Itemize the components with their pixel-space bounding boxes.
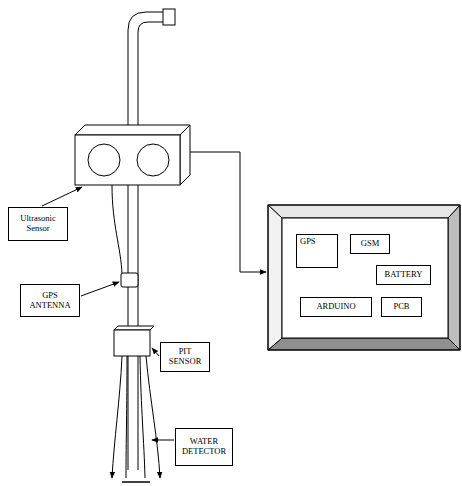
panel-bevel-bottom: [268, 338, 460, 350]
controller-face: [282, 218, 448, 338]
node-label: WATER DETECTOR: [180, 437, 228, 457]
node-label: BATTERY: [385, 270, 423, 280]
callout-box: PIT SENSOR: [160, 342, 210, 372]
pit-sensor-body: [114, 330, 150, 356]
sensor-wire: [112, 185, 122, 274]
module-box: ARDUINO: [300, 297, 372, 317]
module-box: GSM: [350, 234, 390, 254]
module-box: GPS: [296, 234, 338, 268]
node-label: GSM: [361, 239, 379, 249]
gps-antenna-symbol: [121, 273, 138, 287]
module-box: BATTERY: [376, 265, 431, 285]
leader-arrow: [42, 187, 82, 206]
panel-bevel-left: [268, 205, 282, 350]
ultrasonic-sensor-body: [75, 135, 180, 185]
module-box: PCB: [381, 297, 422, 317]
sensor-top-face: [75, 125, 190, 135]
detector-wire: [140, 356, 145, 478]
pit-top-face: [114, 326, 154, 330]
transducer-right: [137, 144, 169, 176]
detector-wire: [112, 356, 122, 478]
node-label: GPS: [300, 237, 316, 247]
pole-cap: [163, 9, 175, 25]
node-label: PCB: [393, 302, 409, 312]
leader-arrow: [81, 282, 119, 296]
detector-wire: [146, 356, 160, 478]
node-label: GPS ANTENNA: [28, 291, 72, 311]
pole-outer: [128, 12, 163, 470]
panel-bevel-right: [448, 205, 460, 350]
signal-link: [190, 152, 266, 272]
leader-arrow: [152, 440, 174, 441]
callout-box: GPS ANTENNA: [20, 284, 80, 317]
callout-box: WATER DETECTOR: [175, 428, 233, 466]
controller-panel: [268, 205, 460, 350]
detector-base: [122, 481, 150, 483]
sensor-side-face: [180, 125, 190, 185]
node-label: PIT SENSOR: [165, 347, 205, 367]
node-label: ARDUINO: [316, 302, 355, 312]
transducer-left: [88, 144, 120, 176]
callout-box: Ultrasonic Sensor: [8, 207, 68, 241]
leader-arrow: [152, 348, 159, 356]
panel-bevel-top: [268, 205, 460, 218]
node-label: Ultrasonic Sensor: [13, 214, 63, 234]
detector-wire: [126, 356, 127, 478]
